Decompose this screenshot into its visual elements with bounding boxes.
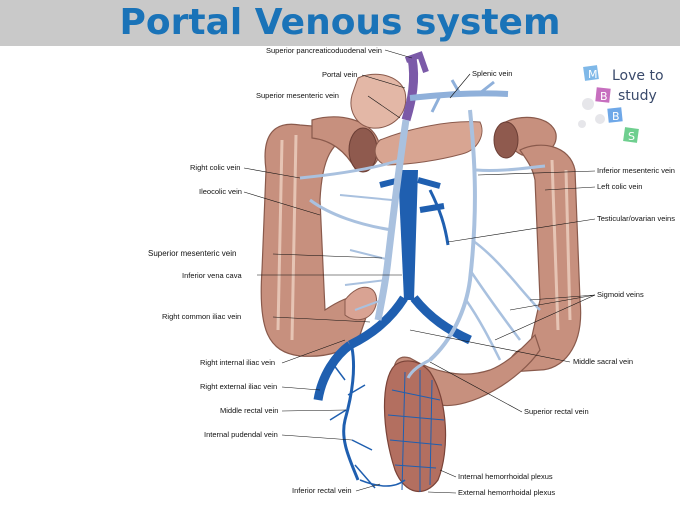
splenic-branches [430, 79, 495, 113]
ascending-colon [260, 123, 373, 357]
label-internal-pudendal-vein: Internal pudendal vein [204, 430, 278, 439]
ileum [344, 286, 377, 321]
logo-letter-b1: B [600, 90, 608, 103]
label-right-external-iliac-vein: Right external iliac vein [200, 382, 278, 391]
label-superior-pancreaticoduodenal-vein: Superior pancreaticoduodenal vein [266, 46, 382, 55]
duodenum [350, 73, 407, 129]
logo-blocks: M B B S [578, 65, 639, 143]
label-right-common-iliac-vein: Right common iliac vein [162, 312, 242, 321]
sigmoid-vessels [464, 238, 541, 361]
internal-iliac-vein [342, 347, 360, 481]
external-iliac-vein [313, 341, 353, 401]
label-inferior-mesenteric-vein: Inferior mesenteric vein [597, 166, 675, 175]
label-left-colic-vein: Left colic vein [597, 182, 643, 191]
logo-line-1: Love to [612, 68, 664, 84]
ascending-colon-bands [276, 134, 298, 341]
ileocolic-vessel [309, 198, 393, 232]
label-superior-mesenteric-vein: Superior mesenteric vein [148, 249, 237, 258]
label-superior-mesenteric-vein-top: Superior mesenteric vein [256, 91, 339, 100]
descending-colon [508, 144, 582, 373]
superior-mesenteric-vessel [374, 119, 410, 321]
love-to-study-logo: M B B S Love to study [578, 64, 678, 154]
label-internal-hemorrhoidal-plexus: Internal hemorrhoidal plexus [458, 472, 553, 481]
inferior-vena-cava-vessel [398, 170, 418, 300]
logo-letter-b2: B [612, 110, 620, 123]
label-portal-vein: Portal vein [322, 70, 358, 79]
label-inferior-vena-cava: Inferior vena cava [182, 271, 242, 280]
transverse-colon-left-end [493, 121, 519, 159]
label-ileocolic-vein: Ileocolic vein [199, 187, 242, 196]
label-right-internal-iliac-vein: Right internal iliac vein [200, 358, 276, 367]
leader-lines [243, 49, 596, 494]
logo-letter-s: S [628, 130, 635, 143]
logo-letter-m: M [588, 68, 598, 81]
portal-vein-vessel [401, 57, 419, 122]
label-sigmoid-veins: Sigmoid veins [597, 290, 644, 299]
label-inferior-rectal-vein: Inferior rectal vein [292, 486, 352, 495]
inferior-rectal-branch [359, 479, 406, 487]
superior-pancreaticoduodenal-vessel [404, 51, 429, 73]
label-testicular-ovarian-veins: Testicular/ovarian veins [597, 214, 675, 223]
superior-rectal-vessel [406, 358, 431, 379]
label-superior-rectal-vein: Superior rectal vein [524, 407, 589, 416]
splenic-vein-vessel [409, 90, 509, 101]
pancreas [374, 121, 483, 166]
inferior-mesenteric-vessel [428, 109, 477, 362]
pelvic-branches [329, 359, 376, 489]
page-title: Portal Venous system [119, 2, 561, 43]
label-middle-rectal-vein: Middle rectal vein [220, 406, 279, 415]
transverse-colon-right-end [348, 127, 378, 173]
label-splenic-vein: Splenic vein [472, 69, 513, 78]
logo-line-2: study [618, 88, 657, 104]
right-colic-vessel [299, 158, 401, 180]
ileal-branches [339, 194, 393, 311]
common-iliac-veins [347, 295, 472, 350]
label-middle-sacral-vein: Middle sacral vein [573, 357, 634, 366]
rectum-vessel-net [387, 370, 445, 492]
left-colic-vessel [475, 164, 546, 173]
title-bar [0, 0, 680, 46]
testicular-ovarian-vessel [428, 189, 450, 246]
label-right-colic-vein: Right colic vein [190, 163, 241, 172]
label-external-hemorrhoidal-plexus: External hemorrhoidal plexus [458, 488, 556, 497]
